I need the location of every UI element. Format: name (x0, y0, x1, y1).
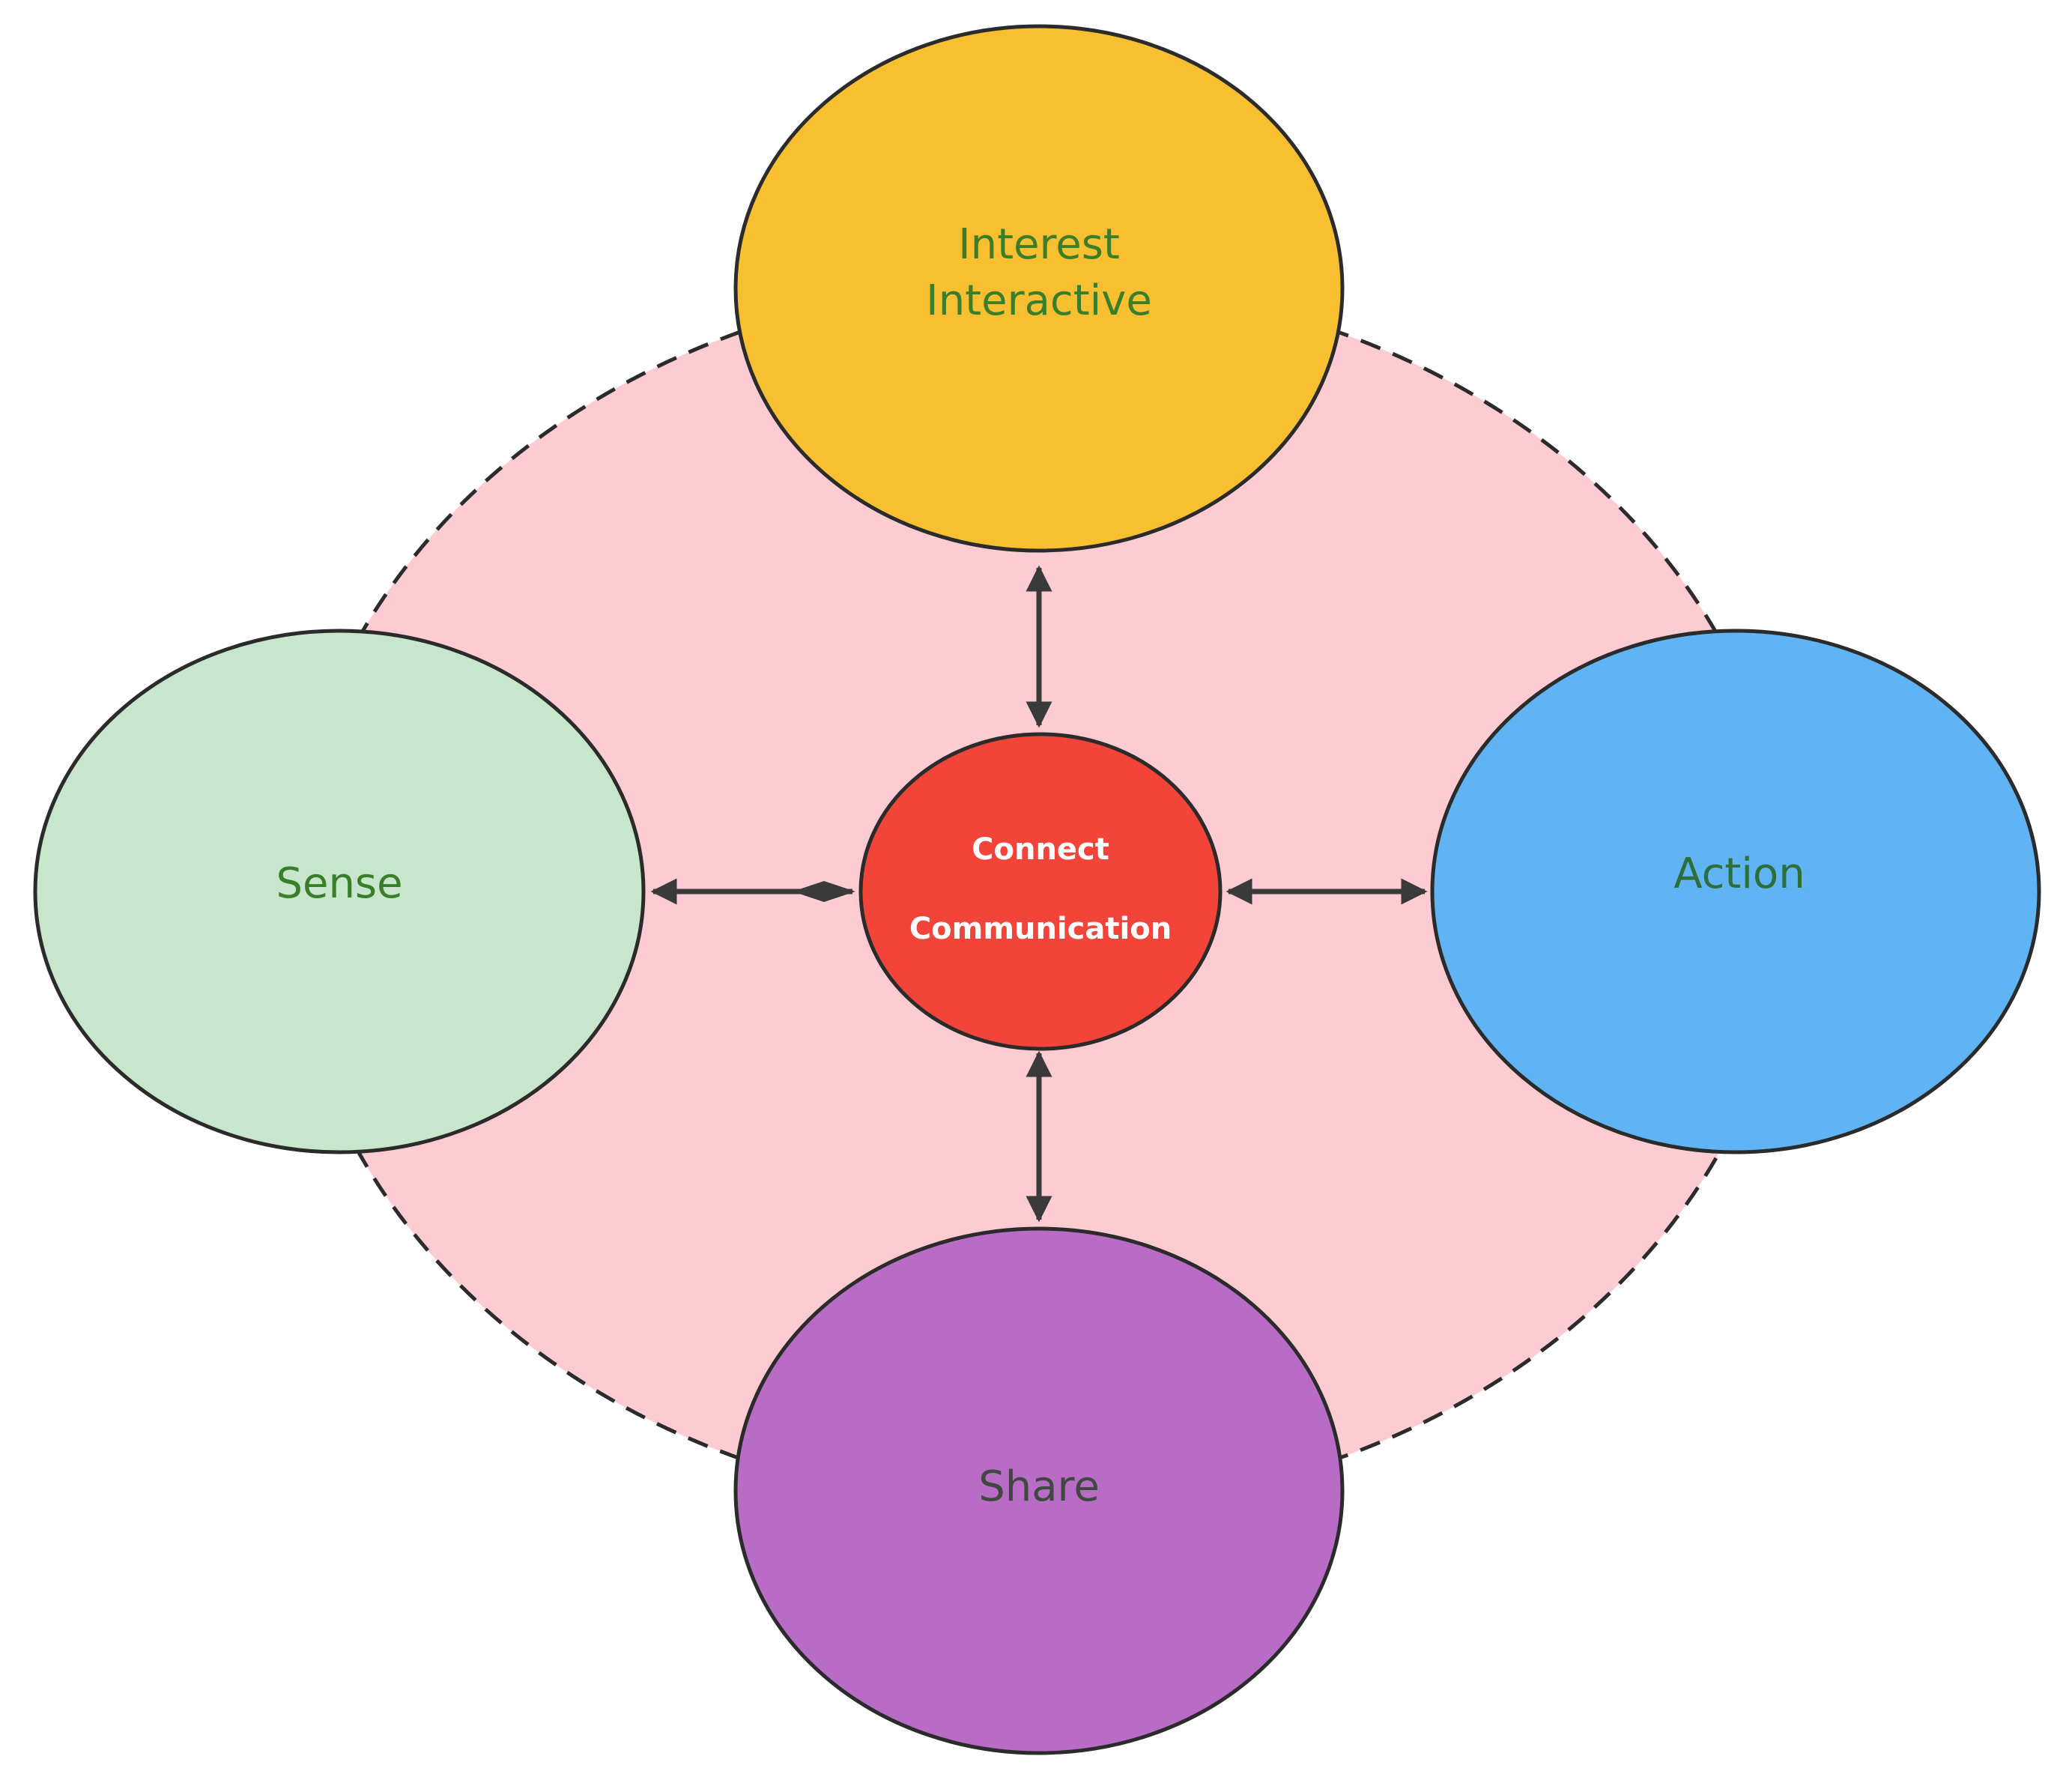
sense-label: Sense (276, 859, 402, 908)
center-circle (858, 732, 1223, 1051)
connectors (650, 565, 1428, 1223)
node-center: Connect Communication (858, 732, 1223, 1051)
center-label-line1: Connect (972, 832, 1109, 867)
node-action: Action (1430, 629, 2041, 1154)
share-label: Share (978, 1462, 1100, 1511)
interest-label-line1: Interest (958, 220, 1120, 269)
interest-circle (733, 24, 1345, 553)
action-label: Action (1673, 850, 1805, 898)
node-interest: Interest Interactive (733, 24, 1345, 553)
sense-circle (33, 629, 646, 1154)
node-sense: Sense (33, 629, 646, 1154)
interest-label-line2: Interactive (926, 276, 1152, 325)
node-share: Share (733, 1226, 1345, 1755)
center-label-line2: Communication (909, 912, 1172, 946)
share-circle (733, 1226, 1345, 1755)
action-circle (1430, 629, 2041, 1154)
connector-diamond (793, 881, 855, 902)
